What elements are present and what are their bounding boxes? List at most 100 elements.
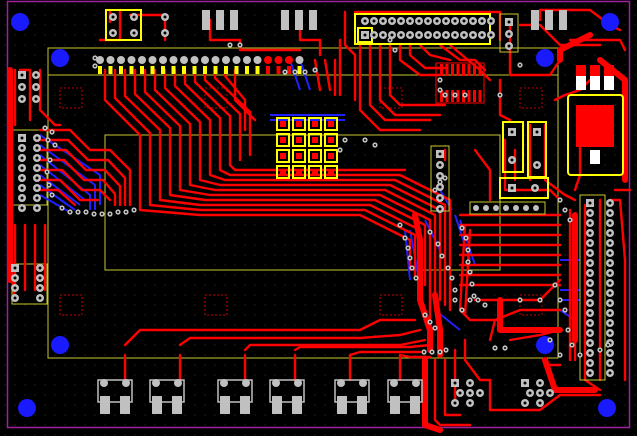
pad-drill — [458, 391, 462, 395]
pad-drill — [20, 186, 24, 190]
pad-drill — [608, 251, 612, 255]
pad-drill — [608, 261, 612, 265]
lcd-marks — [59, 87, 543, 316]
switch-pin — [359, 379, 367, 387]
via-drill — [579, 354, 581, 356]
pad-drill — [588, 311, 592, 315]
via-drill — [85, 211, 87, 213]
top-copper-layer — [10, 8, 632, 427]
pad-drill — [588, 321, 592, 325]
smd-resistor-pad — [296, 121, 302, 127]
pad-drill — [453, 19, 457, 23]
switch-pin — [337, 379, 345, 387]
lcd-pad — [243, 56, 251, 64]
pad-drill — [588, 341, 592, 345]
pad-drill — [417, 19, 421, 23]
pad-drill — [35, 176, 39, 180]
pad-drill — [588, 241, 592, 245]
pad-drill — [608, 321, 612, 325]
via-drill — [284, 71, 286, 73]
pad-drill — [381, 19, 385, 23]
pad-drill — [438, 185, 442, 189]
pad-drill — [408, 33, 412, 37]
via-drill — [404, 237, 406, 239]
lcd-pad-mark — [98, 66, 102, 74]
pad-drill — [20, 85, 24, 89]
ic-pin — [462, 64, 465, 76]
pad-drill — [417, 33, 421, 37]
pad-drill — [608, 351, 612, 355]
pad-drill — [468, 401, 472, 405]
lcd-pad — [190, 56, 199, 64]
pad-drill — [523, 401, 527, 405]
switch-pin — [220, 379, 228, 387]
switch-pad — [390, 396, 400, 414]
via-drill — [469, 299, 471, 301]
pad-drill — [588, 221, 592, 225]
via-drill — [101, 213, 103, 215]
lcd-pad — [106, 56, 115, 64]
switch-pin — [412, 379, 420, 387]
pad-drill — [13, 266, 17, 270]
mounting-hole — [601, 13, 619, 31]
lcd-pad — [264, 56, 272, 64]
pad-drill — [426, 19, 430, 23]
pad-drill — [35, 146, 39, 150]
pad-drill — [528, 391, 532, 395]
mounting-hole — [51, 49, 69, 67]
pad-drill — [535, 130, 539, 134]
via-drill — [465, 237, 467, 239]
switch-pad — [357, 396, 367, 414]
via-drill — [69, 211, 71, 213]
pad-drill — [588, 301, 592, 305]
pad-drill — [38, 296, 42, 300]
lcd-pad-mark — [182, 66, 186, 74]
via-drill — [471, 283, 473, 285]
pad-drill — [608, 211, 612, 215]
lcd-pad-mark — [108, 66, 113, 74]
switch-pad — [337, 396, 347, 414]
pad-drill — [462, 33, 466, 37]
pad-drill — [510, 130, 514, 134]
via-drill — [461, 309, 463, 311]
pad-drill — [588, 291, 592, 295]
smd-resistor-outline — [292, 133, 306, 147]
smd-resistor-pad — [296, 153, 302, 159]
smd-resistor-outline — [324, 165, 338, 179]
via-drill — [294, 71, 296, 73]
pad-drill — [390, 33, 394, 37]
lcd-pad — [117, 56, 125, 64]
regulator-outline — [567, 94, 624, 176]
via-drill — [464, 94, 466, 96]
via-drill — [564, 309, 566, 311]
smd-resistor-outline — [308, 149, 322, 163]
mounting-hole — [598, 399, 616, 417]
via-drill — [473, 295, 475, 297]
pad-drill — [34, 97, 38, 101]
pad-drill — [38, 286, 42, 290]
ic-pin — [440, 90, 443, 102]
via-drill — [389, 39, 391, 41]
via-drill — [409, 257, 411, 259]
pad-drill — [588, 201, 592, 205]
via-drill — [439, 181, 441, 183]
via-drill — [454, 299, 456, 301]
lcd-pad-mark — [287, 66, 291, 74]
via-drill — [431, 351, 433, 353]
smd-resistor-outline — [276, 165, 290, 179]
smd-resistor-outline — [276, 149, 290, 163]
lcd-pad-mark — [140, 66, 144, 74]
pad-drill — [20, 196, 24, 200]
pad-drill — [453, 33, 457, 37]
mounting-hole — [11, 13, 29, 31]
pad-drill — [399, 19, 403, 23]
pad-drill — [608, 371, 612, 375]
smd-resistor-outline — [292, 117, 306, 131]
pad-drill — [468, 381, 472, 385]
via-drill — [46, 171, 48, 173]
switch-pin — [294, 379, 302, 387]
pad-drill — [510, 186, 514, 190]
switch-pin — [152, 379, 160, 387]
